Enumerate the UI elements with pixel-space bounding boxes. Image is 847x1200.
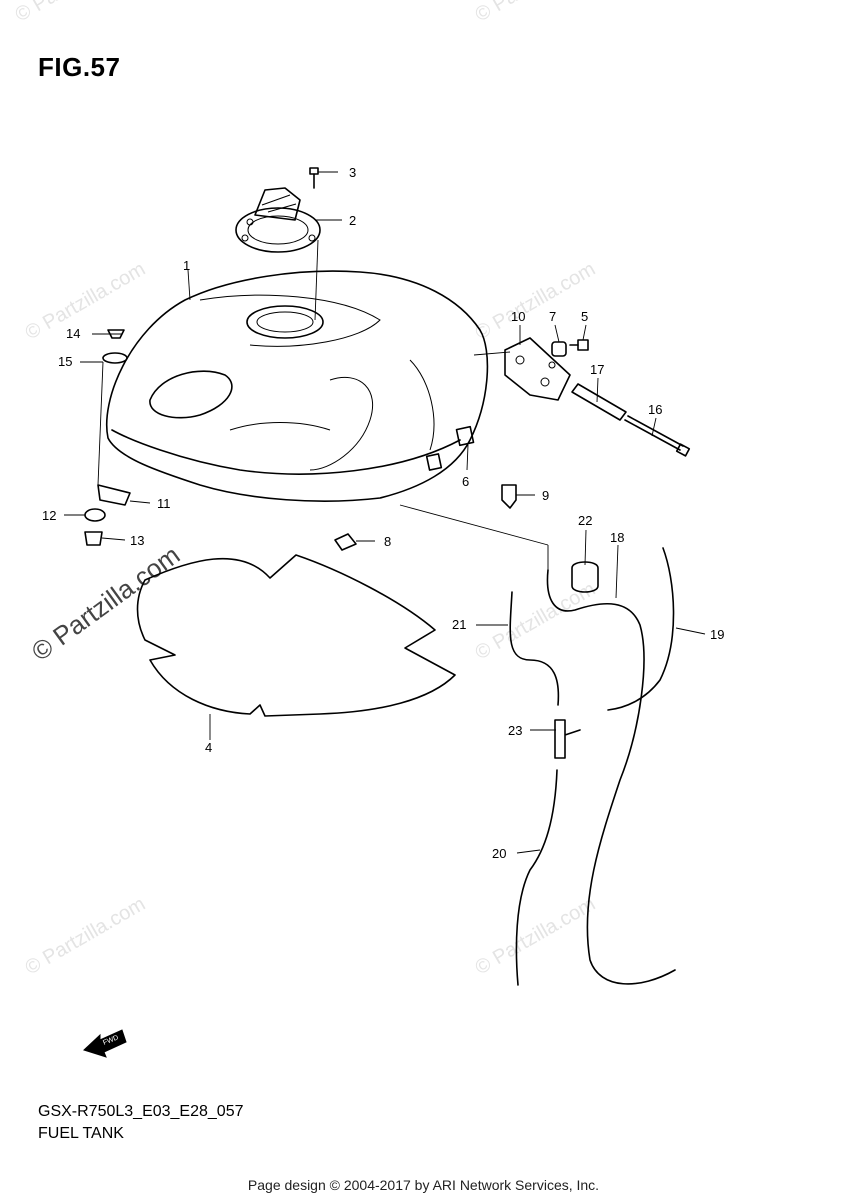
callout-1: 1 [183,258,190,273]
watermark: © Partzilla.com [472,258,600,344]
hose-21 [509,591,560,706]
callout-8: 8 [384,534,391,549]
bolt-3 [309,167,319,189]
leader-lines [64,171,706,854]
bracket-11 [97,484,131,506]
bracket-10 [504,337,571,401]
callout-13: 13 [130,533,144,548]
spacer-17 [571,383,627,421]
callout-6: 6 [462,474,469,489]
footer-copyright: Page design © 2004-2017 by ARI Network S… [247,1177,600,1193]
cushion-12 [84,508,106,522]
watermark: © Partzilla.com [472,893,600,979]
callout-15: 15 [58,354,72,369]
clamp-22 [571,561,599,593]
callout-11: 11 [157,496,171,511]
washer-15 [102,352,128,364]
callout-7: 7 [549,309,556,324]
callout-23: 23 [508,723,522,738]
watermarks: © Partzilla.com © Partzilla.com © Partzi… [12,0,600,979]
cushion-9 [501,484,517,509]
callout-21: 21 [452,617,466,632]
callout-16: 16 [648,402,662,417]
collar-7 [551,341,567,357]
hose-18 [546,569,676,985]
callout-17: 17 [590,362,604,377]
bolt-14 [107,329,125,339]
fuel-cap [235,187,321,253]
figure-title: FIG.57 [38,52,121,82]
fuel-tank [106,270,489,502]
bolt-16 [624,415,691,457]
callout-3: 3 [349,165,356,180]
fwd-arrow: FWD [83,1029,127,1058]
watermark: © Partzilla.com [12,0,140,26]
watermark: © Partzilla.com [22,893,150,979]
callout-14: 14 [66,326,80,341]
model-code: GSX-R750L3_E03_E28_057 [38,1103,244,1120]
callout-2: 2 [349,213,356,228]
callout-18: 18 [610,530,624,545]
callout-5: 5 [581,309,588,324]
callout-22: 22 [578,513,592,528]
clamp-8 [334,533,357,551]
small-parts-left [84,329,131,546]
hose-20 [515,769,558,986]
hose-19 [607,547,675,711]
joint-23 [554,719,581,759]
diagram-name: FUEL TANK [38,1125,124,1142]
watermark: © Partzilla.com [22,258,150,344]
callout-12: 12 [42,508,56,523]
bolt-5 [569,339,589,351]
callouts: 3 2 1 14 15 11 12 13 8 9 6 10 7 5 17 16 … [42,165,724,861]
callout-19: 19 [710,627,724,642]
collar-13 [84,531,103,546]
callout-4: 4 [205,740,212,755]
hoses [509,547,676,986]
callout-10: 10 [511,309,525,324]
callout-9: 9 [542,488,549,503]
watermark: © Partzilla.com [472,0,600,26]
callout-20: 20 [492,846,506,861]
seal-4 [136,554,456,717]
